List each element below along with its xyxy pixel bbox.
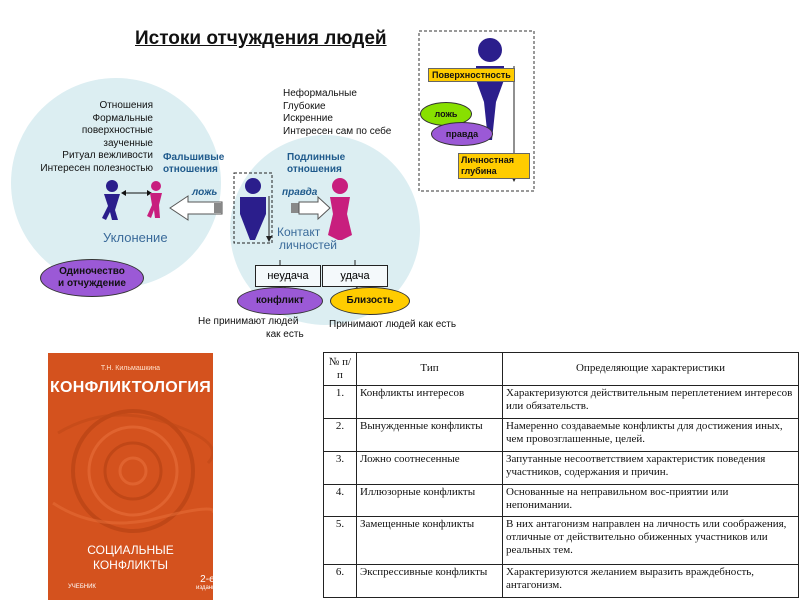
table-row: 3. Ложно соотнесенные Запутанные несоотв… bbox=[323, 450, 799, 485]
header-characteristics: Определяющие характеристики bbox=[502, 352, 799, 386]
truth-label: правда bbox=[282, 187, 318, 198]
table-row: 1. Конфликты интересов Характеризуются д… bbox=[323, 384, 799, 419]
table-header-row: № п/п Тип Определяющие характеристики bbox=[323, 352, 799, 386]
left-person-navy-icon bbox=[102, 180, 120, 220]
table-row: 5. Замещенные конфликты В них антагонизм… bbox=[323, 516, 799, 566]
inset-truth-oval: правда bbox=[431, 122, 493, 146]
table-row: 4. Иллюзорные конфликты Основанные на не… bbox=[323, 483, 799, 518]
list-item: Искренние bbox=[283, 113, 333, 124]
genuine-relations-list: Неформальные Глубокие Искренние Интересе… bbox=[283, 88, 391, 138]
row-type: Иллюзорные конфликты bbox=[356, 483, 503, 518]
not-accept-label: Не принимают людей как есть bbox=[198, 316, 304, 340]
false-relations-label: Фальшивые отношения bbox=[163, 152, 225, 175]
closeness-oval: Близость bbox=[330, 287, 410, 315]
book-kind: УЧЕБНИК bbox=[68, 584, 96, 590]
conflict-oval: конфликт bbox=[237, 287, 323, 315]
inset-person-navy-icon bbox=[476, 38, 504, 140]
loneliness-oval: Одиночество и отчуждение bbox=[40, 259, 144, 297]
row-type: Ложно соотнесенные bbox=[356, 450, 503, 485]
row-description: Запутанные несоответствием характеристик… bbox=[502, 450, 799, 485]
list-item: Формальные bbox=[92, 112, 153, 124]
truth-arrow bbox=[291, 195, 331, 221]
book-title: КОНФЛИКТОЛОГИЯ bbox=[49, 379, 212, 396]
book-author: Т.Н. Кильмашкина bbox=[100, 365, 161, 372]
contact-label: Контакт личностей bbox=[277, 225, 337, 252]
diagram-title: Истоки отчуждения людей bbox=[135, 28, 387, 49]
depth-label: Личностная глубина bbox=[458, 153, 530, 179]
book-cover: Т.Н. Кильмашкина КОНФЛИКТОЛОГИЯ СОЦИАЛЬН… bbox=[48, 353, 219, 600]
row-description: Характеризуются желанием выразить вражде… bbox=[502, 564, 799, 598]
list-item: Интересен сам по себе bbox=[283, 125, 392, 137]
row-type: Экспрессивные конфликты bbox=[356, 564, 503, 598]
lie-label: ложь bbox=[192, 187, 218, 198]
row-description: Основанные на неправильном вос-приятии и… bbox=[502, 483, 799, 518]
row-number: 3. bbox=[323, 450, 357, 485]
list-item: Неформальные bbox=[283, 88, 357, 99]
list-item: Ритуал вежливости bbox=[62, 150, 153, 161]
row-type: Замещенные конфликты bbox=[356, 516, 503, 566]
header-type: Тип bbox=[356, 352, 503, 386]
list-item: поверхностные bbox=[81, 125, 153, 136]
list-item: Интересен полезностью bbox=[40, 162, 153, 174]
row-type: Конфликты интересов bbox=[356, 384, 503, 419]
avoidance-label: Уклонение bbox=[103, 230, 168, 245]
row-number: 4. bbox=[323, 483, 357, 518]
book-swirl-pattern bbox=[52, 409, 213, 533]
list-item: Отношения bbox=[99, 100, 153, 111]
row-type: Вынужденные конфликты bbox=[356, 417, 503, 452]
genuine-relations-label: Подлинные отношения bbox=[287, 152, 346, 175]
center-person-magenta-icon bbox=[328, 178, 352, 240]
book-subtitle: СОЦИАЛЬНЫЕ КОНФЛИКТЫ bbox=[87, 543, 174, 572]
success-box: удача bbox=[322, 265, 388, 287]
header-number: № п/п bbox=[323, 352, 357, 386]
accept-label: Принимают людей как есть bbox=[329, 319, 457, 330]
row-description: Намеренно создаваемые конфликты для дост… bbox=[502, 417, 799, 452]
row-description: В них антагонизм направлен на личность и… bbox=[502, 516, 799, 566]
row-number: 6. bbox=[323, 564, 357, 598]
center-person-navy-icon bbox=[240, 178, 266, 240]
table-row: 2. Вынужденные конфликты Намеренно созда… bbox=[323, 417, 799, 452]
row-number: 5. bbox=[323, 516, 357, 566]
row-number: 1. bbox=[323, 384, 357, 419]
table-row: 6. Экспрессивные конфликты Характеризуют… bbox=[323, 564, 799, 598]
list-item: заученные bbox=[103, 137, 153, 149]
failure-box: неудача bbox=[255, 265, 321, 287]
row-description: Характеризуются действительным переплете… bbox=[502, 384, 799, 419]
row-number: 2. bbox=[323, 417, 357, 452]
list-item: Глубокие bbox=[283, 100, 326, 112]
left-person-magenta-icon bbox=[147, 181, 162, 218]
lie-arrow bbox=[169, 195, 223, 221]
formal-relations-list: Отношения Формальные поверхностные зауче… bbox=[30, 100, 153, 175]
surface-label: Поверхностность bbox=[428, 68, 515, 82]
mask-dashed-box bbox=[233, 172, 273, 244]
conflict-types-table: № п/п Тип Определяющие характеристики 1.… bbox=[323, 352, 799, 598]
book-edition: 2-е издание bbox=[196, 574, 219, 592]
